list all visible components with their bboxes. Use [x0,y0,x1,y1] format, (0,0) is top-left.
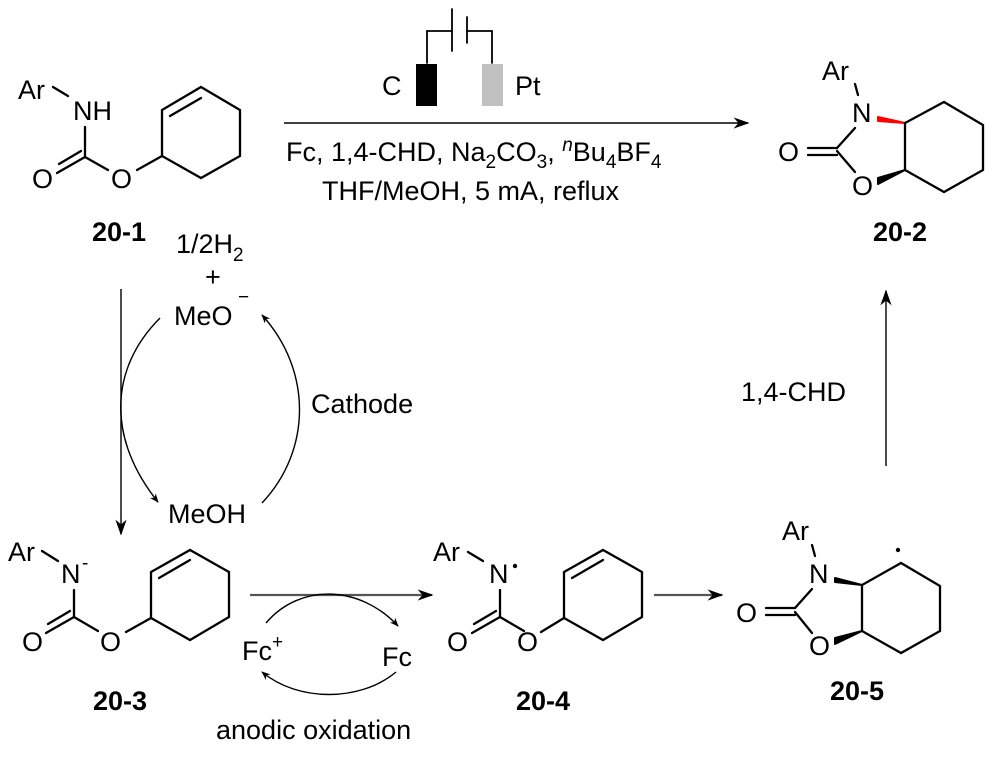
cathode-cycle-label: Cathode [311,389,413,419]
ring-oxygen-label: O [852,171,873,201]
stereo-wedge-n [834,577,863,586]
ferrocene-label: Fc [382,642,412,672]
hydrogen-label: 1/2H2 [176,229,244,266]
stereo-wedge-black [877,169,906,185]
compound-20-1: Ar NH O O 20-1 [18,75,242,247]
anode-cycle-label: anodic oxidation [216,715,411,745]
ferrocenium-to-ferrocene-arrow [265,593,399,627]
compound-label-20-1: 20-1 [92,217,146,247]
methoxide-to-methanol-arrow [120,317,161,503]
carbonyl-oxygen-label: O [22,627,43,657]
carbonyl-oxygen-label: O [447,627,468,657]
aryl-label: Ar [8,537,35,567]
anode-cycle: Fc+ Fc anodic oxidation [216,593,412,745]
electrolysis-setup: C Pt [382,8,541,106]
carbonyl-oxygen-label: O [736,598,757,628]
conditions-line-1: Fc, 1,4-CHD, Na2CO3, nBu4BF4 [286,135,662,173]
nh-label: NH [73,96,112,126]
ring-oxygen-label: O [809,631,830,661]
radical-dot [512,563,518,569]
methanol-to-methoxide-arrow [261,314,301,504]
compound-label-20-5: 20-5 [830,676,884,706]
methoxide-charge: − [238,287,249,308]
aryl-label: Ar [18,75,45,105]
anion-charge: - [82,553,88,574]
compound-label-20-2: 20-2 [873,217,927,247]
conditions-line-2: THF/MeOH, 5 mA, reflux [322,176,620,206]
plus-sign: + [205,262,221,292]
aryl-label: Ar [822,56,849,86]
compound-20-2: Ar N O O 20-2 [778,56,985,247]
ester-oxygen-label: O [100,627,121,657]
ester-oxygen-label: O [517,627,538,657]
methoxide-label: MeO [174,301,233,331]
nitrogen-label: N [809,559,829,589]
nitrogen-label: N [61,559,81,589]
compound-20-3: Ar N - O O 20-3 [8,537,231,716]
nitrogen-label: N [852,98,872,128]
compound-20-5: Ar N O O 20-5 [736,516,942,706]
aryl-label: Ar [782,516,809,546]
nitrogen-label: N [489,559,509,589]
stereo-wedge-o [834,630,863,645]
hat-reagent-label: 1,4-CHD [741,377,846,407]
carbonyl-oxygen-label: O [32,164,53,194]
ferrocenium-label: Fc+ [242,632,283,666]
aryl-label: Ar [433,537,460,567]
methanol-label: MeOH [168,499,246,529]
carbon-anode [416,64,437,106]
cathode-label: Pt [515,71,541,101]
anode-label: C [382,71,402,101]
compound-label-20-4: 20-4 [516,686,570,716]
cathode-cycle: 1/2H2 + MeO − MeOH Cathode [120,229,413,529]
compound-20-4: Ar N O O 20-4 [433,537,644,716]
radical-dot [895,547,901,553]
platinum-cathode [482,64,503,106]
ferrocene-to-ferrocenium-arrow [261,671,397,696]
ester-oxygen-label: O [111,164,132,194]
stereo-wedge-red [877,116,906,124]
compound-label-20-3: 20-3 [93,686,147,716]
carbonyl-oxygen-label: O [778,137,799,167]
